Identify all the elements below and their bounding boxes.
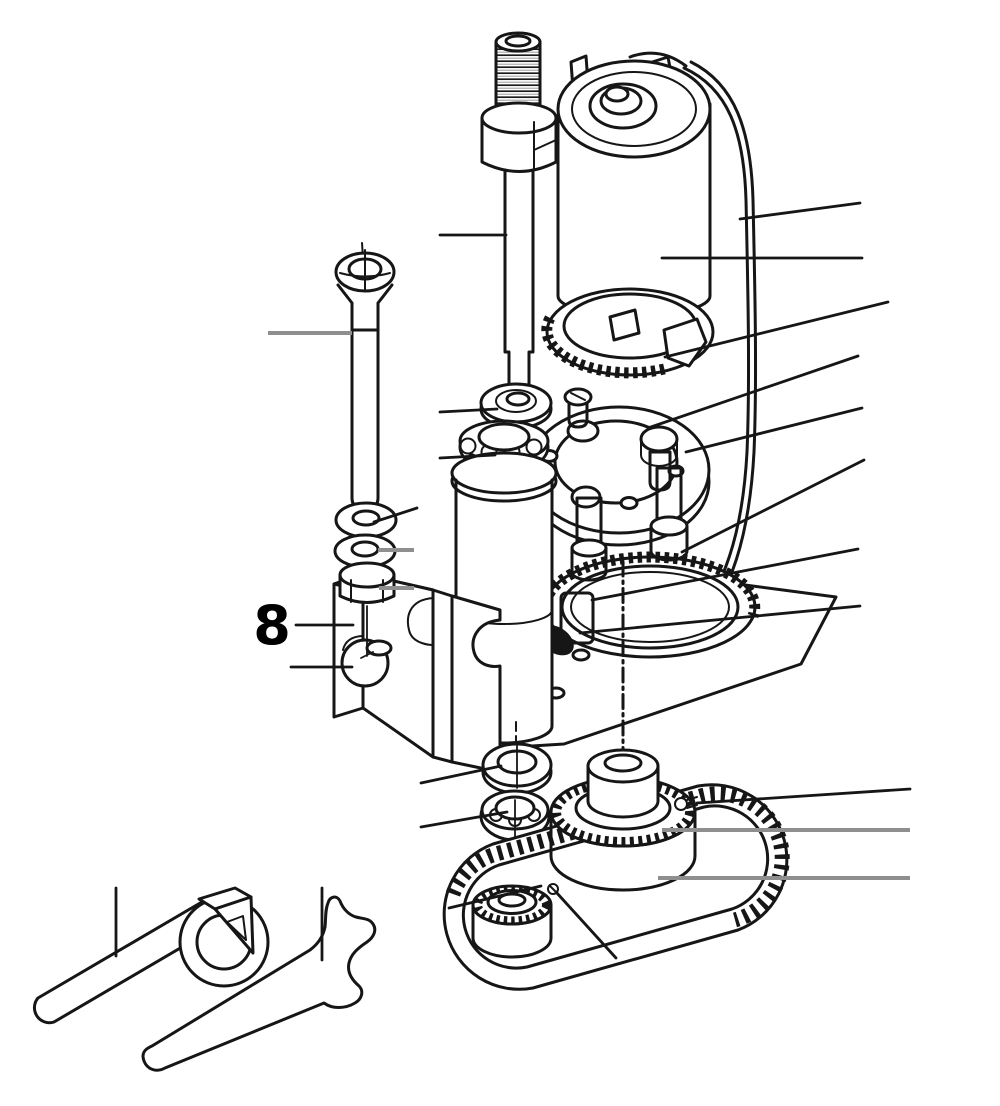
small-pulley-set-screw bbox=[547, 883, 559, 895]
leader-small-pulley-screw bbox=[554, 890, 618, 960]
leader-upper-bearing bbox=[438, 453, 497, 460]
long-screw-left bbox=[570, 496, 608, 582]
motor-gear-ring bbox=[541, 287, 715, 379]
washer-nut-stack bbox=[333, 501, 398, 659]
pin-spanner-wrench bbox=[32, 886, 270, 1025]
draw-rod-and-nut bbox=[480, 31, 558, 400]
clamp-screw bbox=[334, 242, 396, 511]
small-pulley bbox=[471, 883, 559, 959]
flange-stud-screw bbox=[648, 450, 672, 492]
long-screw-right bbox=[649, 466, 689, 562]
open-end-wrench bbox=[141, 895, 377, 1072]
leader-lines bbox=[114, 201, 912, 962]
leader-flange-screw bbox=[684, 406, 864, 454]
ring-gear-teeth bbox=[544, 551, 761, 618]
leader-long-screw bbox=[680, 458, 866, 554]
flange-boss bbox=[639, 425, 679, 453]
leader-small-pulley bbox=[447, 884, 543, 910]
large-pulley bbox=[549, 748, 698, 892]
motor bbox=[556, 54, 712, 318]
leader-mount-flange bbox=[646, 354, 860, 430]
leader-motor-ring bbox=[663, 300, 890, 359]
clamp-bracket bbox=[332, 572, 502, 774]
leader-pulley-set-screw bbox=[695, 787, 912, 805]
spindle-gear bbox=[559, 591, 595, 645]
mount-flange bbox=[527, 405, 711, 547]
leader-lower-washer bbox=[419, 764, 503, 785]
leader-seal-washer bbox=[438, 407, 499, 414]
leader-cord bbox=[738, 201, 862, 221]
pulley-set-screw bbox=[674, 796, 698, 811]
timing-belt bbox=[442, 783, 790, 991]
leader-ring-gear bbox=[590, 547, 860, 602]
callout-label-8: 8 bbox=[253, 594, 291, 657]
ring-tab-front bbox=[608, 308, 641, 342]
belt-teeth bbox=[445, 786, 790, 928]
spring-washer bbox=[334, 501, 398, 539]
flange-small-screw bbox=[563, 387, 593, 429]
leader-spindle-gear bbox=[578, 604, 862, 635]
leader-spring-washer bbox=[372, 506, 419, 524]
leader-lower-bearing bbox=[419, 810, 509, 829]
